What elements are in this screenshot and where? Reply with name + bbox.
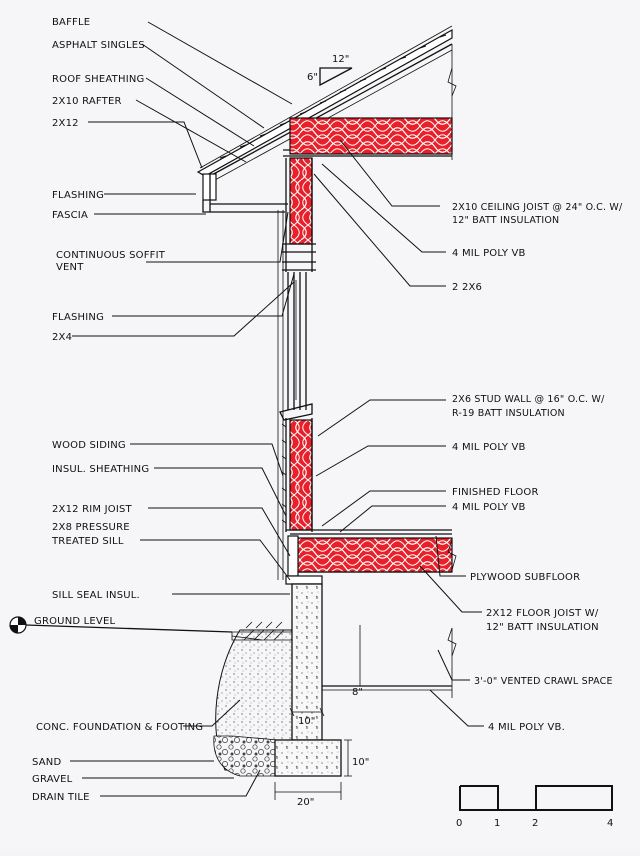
label-floor-joist-line1: 2X12 FLOOR JOIST W/ [486,608,599,619]
label-ceiling-joist-line1: 2X10 CEILING JOIST @ 24" O.C. W/ [452,202,623,213]
gravel-bed [213,735,279,777]
sill-plate [285,575,323,585]
lower-wall [281,418,313,532]
scale-bar: 0 1 2 4 [456,785,613,829]
label-baffle: BAFFLE [52,17,90,28]
label-sill-line1: 2X8 PRESSURE [52,522,130,533]
dimension-lines: 10" 20" 10" 8" [274,687,369,808]
left-labels: BAFFLE ASPHALT SINGLES ROOF SHEATHING 2X… [32,17,203,803]
label-ceiling-joist-line2: 12" BATT INSULATION [452,215,559,226]
label-crawl-space: 3'-0" VENTED CRAWL SPACE [474,676,613,687]
dim-footing-height: 10" [352,757,369,768]
label-sand: SAND [32,757,61,768]
upper-wall-insulation [289,157,313,245]
label-poly-top: 4 MIL POLY VB [452,248,526,259]
label-poly-crawl: 4 MIL POLY VB. [488,722,565,733]
label-drain-tile: DRAIN TILE [32,792,90,803]
label-gravel: GRAVEL [32,774,73,785]
footing [274,739,342,777]
label-soffit-line2: VENT [56,262,84,273]
label-ground-level: GROUND LEVEL [34,616,115,627]
ceiling-insulation [289,117,453,155]
lower-wall-insulation [289,419,313,531]
label-fascia: FASCIA [52,210,88,221]
scale-tick-0: 0 [456,818,462,829]
slope-rise: 6" [307,72,318,83]
label-sill-line2: TREATED SILL [51,536,124,547]
label-roof-sheathing: ROOF SHEATHING [52,74,144,85]
label-2x12: 2X12 [52,118,79,129]
label-conc-foundation: CONC. FOUNDATION & FOOTING [36,722,203,733]
label-stud-wall-line1: 2X6 STUD WALL @ 16" O.C. W/ [452,394,605,405]
foundation [213,583,457,777]
window [279,272,313,421]
label-asphalt-shingles: ASPHALT SINGLES [52,40,145,51]
scale-tick-2: 2 [532,818,538,829]
label-2-2x6: 2 2X6 [452,282,482,293]
roof-assembly [196,25,457,213]
label-finished-floor: FINISHED FLOOR [452,487,539,498]
floor-insulation [297,537,453,573]
label-rafter: 2X10 RAFTER [52,96,122,107]
dim-crawl-small: 8" [352,687,363,698]
label-poly-floor: 4 MIL POLY VB [452,502,526,513]
label-rim-joist: 2X12 RIM JOIST [52,504,133,515]
scale-tick-4: 4 [607,818,613,829]
floor-assembly [285,529,457,585]
roof-slope-indicator: 12" 6" [307,54,353,87]
right-leaders [231,139,484,727]
dim-wall-thickness: 10" [298,716,315,727]
dim-footing-width: 20" [297,797,314,808]
scale-tick-1: 1 [494,818,500,829]
label-sill-seal: SILL SEAL INSUL. [52,590,140,601]
shingle-ticks [219,34,447,159]
label-poly-wall: 4 MIL POLY VB [452,442,526,453]
label-flashing-top: FLASHING [52,190,104,201]
right-labels: 2X10 CEILING JOIST @ 24" O.C. W/ 12" BAT… [452,202,623,733]
left-leaders [70,21,295,797]
label-2x4: 2X4 [52,332,72,343]
label-wood-siding: WOOD SIDING [52,440,126,451]
label-plywood-subfloor: PLYWOOD SUBFLOOR [470,572,580,583]
upper-wall [277,157,316,580]
label-flashing-mid: FLASHING [52,312,104,323]
label-stud-wall-line2: R-19 BATT INSULATION [452,408,565,419]
label-floor-joist-line2: 12" BATT INSULATION [486,622,599,633]
ground-level-marker [9,616,233,634]
label-soffit-line1: CONTINUOUS SOFFIT [56,250,166,261]
label-insul-sheathing: INSUL. SHEATHING [52,464,149,475]
slope-run: 12" [332,54,349,65]
